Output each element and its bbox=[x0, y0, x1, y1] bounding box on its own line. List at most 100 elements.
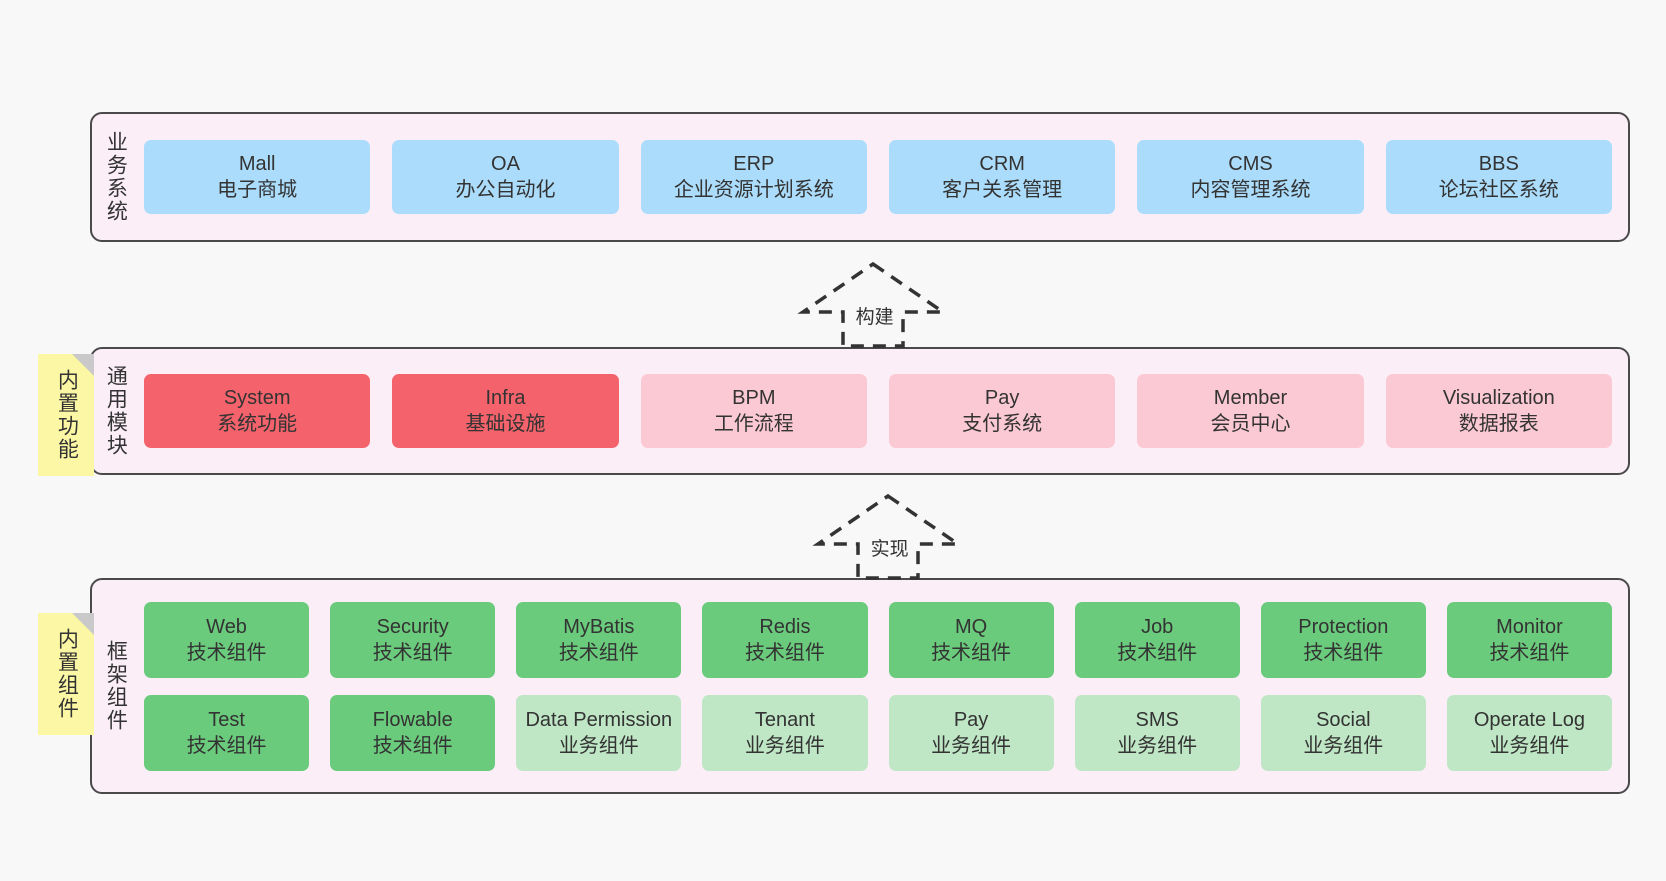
card-title: Web bbox=[206, 615, 247, 638]
card-subtitle: 论坛社区系统 bbox=[1438, 179, 1559, 201]
card-title: Job bbox=[1141, 615, 1174, 638]
card-subtitle: 业务组件 bbox=[1303, 734, 1384, 757]
section-body-framework-components: Web 技术组件 Security 技术组件 MyBatis 技术组件 Redi… bbox=[138, 580, 1628, 792]
card-subtitle: 基础设施 bbox=[465, 413, 546, 435]
note-fold-icon bbox=[72, 613, 94, 635]
card-title: CRM bbox=[979, 153, 1025, 175]
card-flowable[interactable]: Flowable 技术组件 bbox=[330, 694, 496, 771]
card-visualization[interactable]: Visualization 数据报表 bbox=[1385, 374, 1612, 448]
card-social[interactable]: Social 业务组件 bbox=[1260, 694, 1426, 771]
card-bpm[interactable]: BPM 工作流程 bbox=[640, 374, 867, 448]
card-title: BPM bbox=[732, 387, 776, 409]
card-title: Social bbox=[1316, 708, 1371, 731]
card-subtitle: 技术组件 bbox=[1489, 641, 1570, 664]
card-subtitle: 企业资源计划系统 bbox=[673, 179, 834, 201]
card-title: System bbox=[223, 387, 291, 409]
card-subtitle: 内容管理系统 bbox=[1190, 179, 1311, 201]
connector-implement-label: 实现 bbox=[870, 539, 909, 560]
section-body-business-systems: Mall 电子商城 OA 办公自动化 ERP 企业资源计划系统 CRM 客户关系… bbox=[138, 114, 1628, 240]
card-oa[interactable]: OA 办公自动化 bbox=[392, 140, 619, 214]
section-common-modules: 通用模块 System 系统功能 Infra 基础设施 BPM 工作流程 Pay… bbox=[90, 347, 1630, 475]
card-mq[interactable]: MQ 技术组件 bbox=[888, 601, 1054, 678]
card-title: Protection bbox=[1298, 615, 1389, 638]
card-title: MQ bbox=[954, 615, 988, 638]
card-subtitle: 技术组件 bbox=[744, 641, 825, 664]
card-subtitle: 业务组件 bbox=[558, 734, 639, 757]
card-title: CMS bbox=[1228, 153, 1273, 175]
card-job[interactable]: Job 技术组件 bbox=[1074, 601, 1240, 678]
card-title: Data Permission bbox=[525, 708, 673, 731]
card-subtitle: 客户关系管理 bbox=[942, 179, 1063, 201]
card-member[interactable]: Member 会员中心 bbox=[1137, 374, 1364, 448]
note-fold-icon bbox=[72, 354, 94, 376]
card-mall[interactable]: Mall 电子商城 bbox=[144, 140, 371, 214]
card-security[interactable]: Security 技术组件 bbox=[330, 601, 496, 678]
card-mybatis[interactable]: MyBatis 技术组件 bbox=[516, 601, 682, 678]
card-tenant[interactable]: Tenant 业务组件 bbox=[702, 694, 868, 771]
connector-build-arrow: 构建 bbox=[797, 258, 949, 350]
section-label-framework-components: 框架组件 bbox=[104, 640, 128, 732]
card-title: Mall bbox=[238, 153, 276, 175]
card-title: SMS bbox=[1135, 708, 1179, 731]
card-sms[interactable]: SMS 业务组件 bbox=[1074, 694, 1240, 771]
connector-build-label: 构建 bbox=[855, 307, 894, 328]
card-operate-log[interactable]: Operate Log 业务组件 bbox=[1446, 694, 1612, 771]
card-row: Mall 电子商城 OA 办公自动化 ERP 企业资源计划系统 CRM 客户关系… bbox=[144, 140, 1612, 214]
note-builtin-features: 内置功能 bbox=[38, 354, 94, 476]
card-web[interactable]: Web 技术组件 bbox=[144, 601, 310, 678]
note-label: 内置功能 bbox=[55, 369, 79, 461]
card-subtitle: 办公自动化 bbox=[455, 179, 556, 201]
section-label-common-modules: 通用模块 bbox=[104, 365, 128, 457]
card-row: System 系统功能 Infra 基础设施 BPM 工作流程 Pay 支付系统… bbox=[144, 374, 1612, 448]
card-title: Redis bbox=[759, 615, 811, 638]
card-subtitle: 技术组件 bbox=[372, 734, 453, 757]
card-protection[interactable]: Protection 技术组件 bbox=[1260, 601, 1426, 678]
card-subtitle: 业务组件 bbox=[1489, 734, 1570, 757]
card-subtitle: 电子商城 bbox=[217, 179, 298, 201]
card-data-permission[interactable]: Data Permission 业务组件 bbox=[516, 694, 682, 771]
section-business-systems: 业务系统 Mall 电子商城 OA 办公自动化 ERP 企业资源计划系统 CRM… bbox=[90, 112, 1630, 242]
section-body-common-modules: System 系统功能 Infra 基础设施 BPM 工作流程 Pay 支付系统… bbox=[138, 349, 1628, 473]
section-label-business-systems: 业务系统 bbox=[104, 131, 128, 223]
card-subtitle: 技术组件 bbox=[931, 641, 1012, 664]
card-title: Pay bbox=[953, 708, 989, 731]
card-title: Operate Log bbox=[1473, 708, 1586, 731]
card-subtitle: 技术组件 bbox=[186, 641, 267, 664]
card-title: BBS bbox=[1478, 153, 1519, 175]
card-subtitle: 业务组件 bbox=[1117, 734, 1198, 757]
card-row: Test 技术组件 Flowable 技术组件 Data Permission … bbox=[144, 694, 1612, 771]
card-subtitle: 技术组件 bbox=[558, 641, 639, 664]
card-subtitle: 支付系统 bbox=[962, 413, 1043, 435]
card-cms[interactable]: CMS 内容管理系统 bbox=[1137, 140, 1364, 214]
card-subtitle: 技术组件 bbox=[1117, 641, 1198, 664]
card-title: Visualization bbox=[1442, 387, 1555, 409]
card-infra[interactable]: Infra 基础设施 bbox=[392, 374, 619, 448]
card-monitor[interactable]: Monitor 技术组件 bbox=[1446, 601, 1612, 678]
section-framework-components: 框架组件 Web 技术组件 Security 技术组件 MyBatis 技术组件… bbox=[90, 578, 1630, 794]
dashed-up-arrow-icon bbox=[797, 261, 949, 348]
card-title: Flowable bbox=[372, 708, 453, 731]
card-crm[interactable]: CRM 客户关系管理 bbox=[888, 140, 1116, 214]
note-label: 内置组件 bbox=[55, 628, 79, 720]
card-subtitle: 会员中心 bbox=[1210, 413, 1291, 435]
card-system[interactable]: System 系统功能 bbox=[144, 374, 371, 448]
card-subtitle: 工作流程 bbox=[713, 413, 794, 435]
card-subtitle: 系统功能 bbox=[217, 413, 298, 435]
card-subtitle: 技术组件 bbox=[186, 734, 267, 757]
dashed-up-arrow-icon bbox=[812, 493, 964, 580]
note-builtin-components: 内置组件 bbox=[38, 613, 94, 735]
card-erp[interactable]: ERP 企业资源计划系统 bbox=[640, 140, 867, 214]
card-subtitle: 技术组件 bbox=[1303, 641, 1384, 664]
card-title: ERP bbox=[733, 153, 775, 175]
card-title: Monitor bbox=[1496, 615, 1563, 638]
card-title: Infra bbox=[485, 387, 526, 409]
card-pay-module[interactable]: Pay 支付系统 bbox=[888, 374, 1116, 448]
card-pay-component[interactable]: Pay 业务组件 bbox=[888, 694, 1054, 771]
card-bbs[interactable]: BBS 论坛社区系统 bbox=[1385, 140, 1612, 214]
card-title: Member bbox=[1213, 387, 1288, 409]
card-subtitle: 技术组件 bbox=[372, 641, 453, 664]
card-title: MyBatis bbox=[563, 615, 635, 638]
card-test[interactable]: Test 技术组件 bbox=[144, 694, 310, 771]
card-redis[interactable]: Redis 技术组件 bbox=[702, 601, 868, 678]
